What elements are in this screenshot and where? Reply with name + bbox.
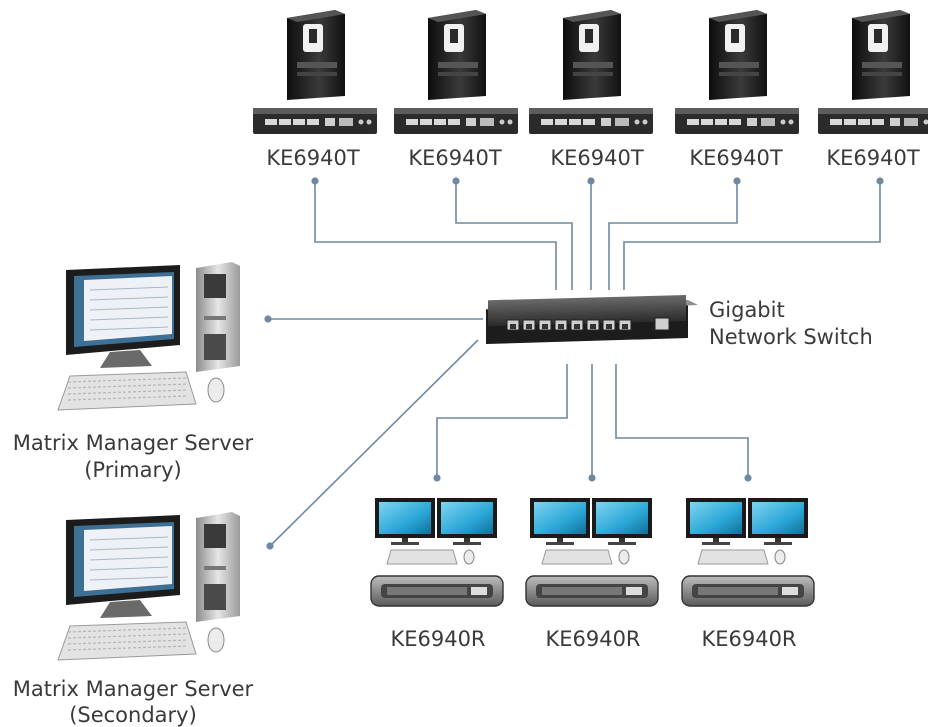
connection-dot [311,177,319,185]
connection-lines [264,177,884,550]
switch-port-jack [606,324,612,329]
transmitter-label-3: KE6940T [550,146,644,170]
transmitter-group [253,10,928,134]
monitor-icon [437,498,497,545]
switch-port-jack [574,324,580,329]
receiver-label-2: KE6940R [545,627,641,651]
receiver-unit-1 [370,498,504,607]
transmitter-unit-5 [818,10,928,134]
server-secondary-role: (Secondary) [69,703,197,727]
pc-tower-icon [563,10,621,100]
rx-line-1 [436,364,568,478]
receiver-label-3: KE6940R [701,627,797,651]
receiver-label-1: KE6940R [390,627,486,651]
switch-label-line1: Gigabit [709,298,785,322]
keyboard-icon [541,549,613,565]
connection-dot [588,474,596,482]
transmitter-label-2: KE6940T [408,146,502,170]
mouse-icon [774,549,786,565]
network-switch-icon [486,295,698,344]
transmitter-unit-2 [394,10,518,134]
monitor-icon [66,515,180,618]
server-group [57,262,240,661]
pc-tower-icon [709,10,767,100]
server-tower-icon [196,262,240,372]
transmitter-label-1: KE6940T [266,146,360,170]
receiver-group [370,498,815,607]
switch-port-jack [542,324,548,329]
switch-port-jack [590,324,596,329]
receiver-unit-3 [681,498,815,607]
kvm-receiver-icon [681,575,815,607]
keyboard-icon [697,549,769,565]
tx-line-4 [608,181,738,290]
transmitter-label-4: KE6940T [689,146,783,170]
server-primary-label: Matrix Manager Server [12,431,254,455]
connection-dot [264,315,272,323]
connection-dot [266,542,274,550]
connection-dot [587,177,595,185]
pc-tower-icon [428,10,486,100]
mouse-icon [618,549,630,565]
receiver-unit-2 [525,498,659,607]
switch-uplink-port [654,317,670,331]
keyboard-icon [57,371,197,411]
server-line-secondary [269,339,479,547]
pc-tower-icon [852,10,910,100]
monitor-icon [530,498,590,545]
kvm-transmitter-icon [675,108,799,134]
switch-port-jack [558,324,564,329]
transmitter-label-5: KE6940T [826,146,920,170]
mouse-icon [463,549,475,565]
connection-dot [876,177,884,185]
mouse-icon [207,377,225,403]
transmitter-unit-3 [529,10,653,134]
transmitter-unit-4 [675,10,799,134]
connection-dot [452,177,460,185]
switch-port-jack [510,324,516,329]
keyboard-icon [57,621,197,661]
pc-tower-icon [287,10,345,100]
server-secondary-label: Matrix Manager Server [12,677,254,701]
kvm-transmitter-icon [253,108,377,134]
monitor-icon [66,265,180,368]
connection-dot [433,474,441,482]
server-secondary [57,512,240,661]
monitor-icon [375,498,435,545]
monitor-icon [592,498,652,545]
tx-line-2 [455,181,573,290]
tx-line-5 [623,181,881,290]
server-primary [57,262,240,411]
kvm-transmitter-icon [394,108,518,134]
kvm-receiver-icon [370,575,504,607]
switch-port-jack [526,324,532,329]
server-primary-role: (Primary) [84,458,182,482]
monitor-icon [686,498,746,545]
monitor-icon [748,498,808,545]
keyboard-icon [386,549,458,565]
connection-dot [744,474,752,482]
switch-port-jack [622,324,628,329]
kvm-transmitter-icon [529,108,653,134]
mouse-icon [207,627,225,653]
connection-dot [733,177,741,185]
rx-line-3 [615,364,749,478]
kvm-transmitter-icon [818,108,928,134]
server-tower-icon [196,512,240,622]
kvm-receiver-icon [525,575,659,607]
switch-label-line2: Network Switch [709,325,873,349]
tx-line-1 [314,181,557,290]
transmitter-unit-1 [253,10,377,134]
